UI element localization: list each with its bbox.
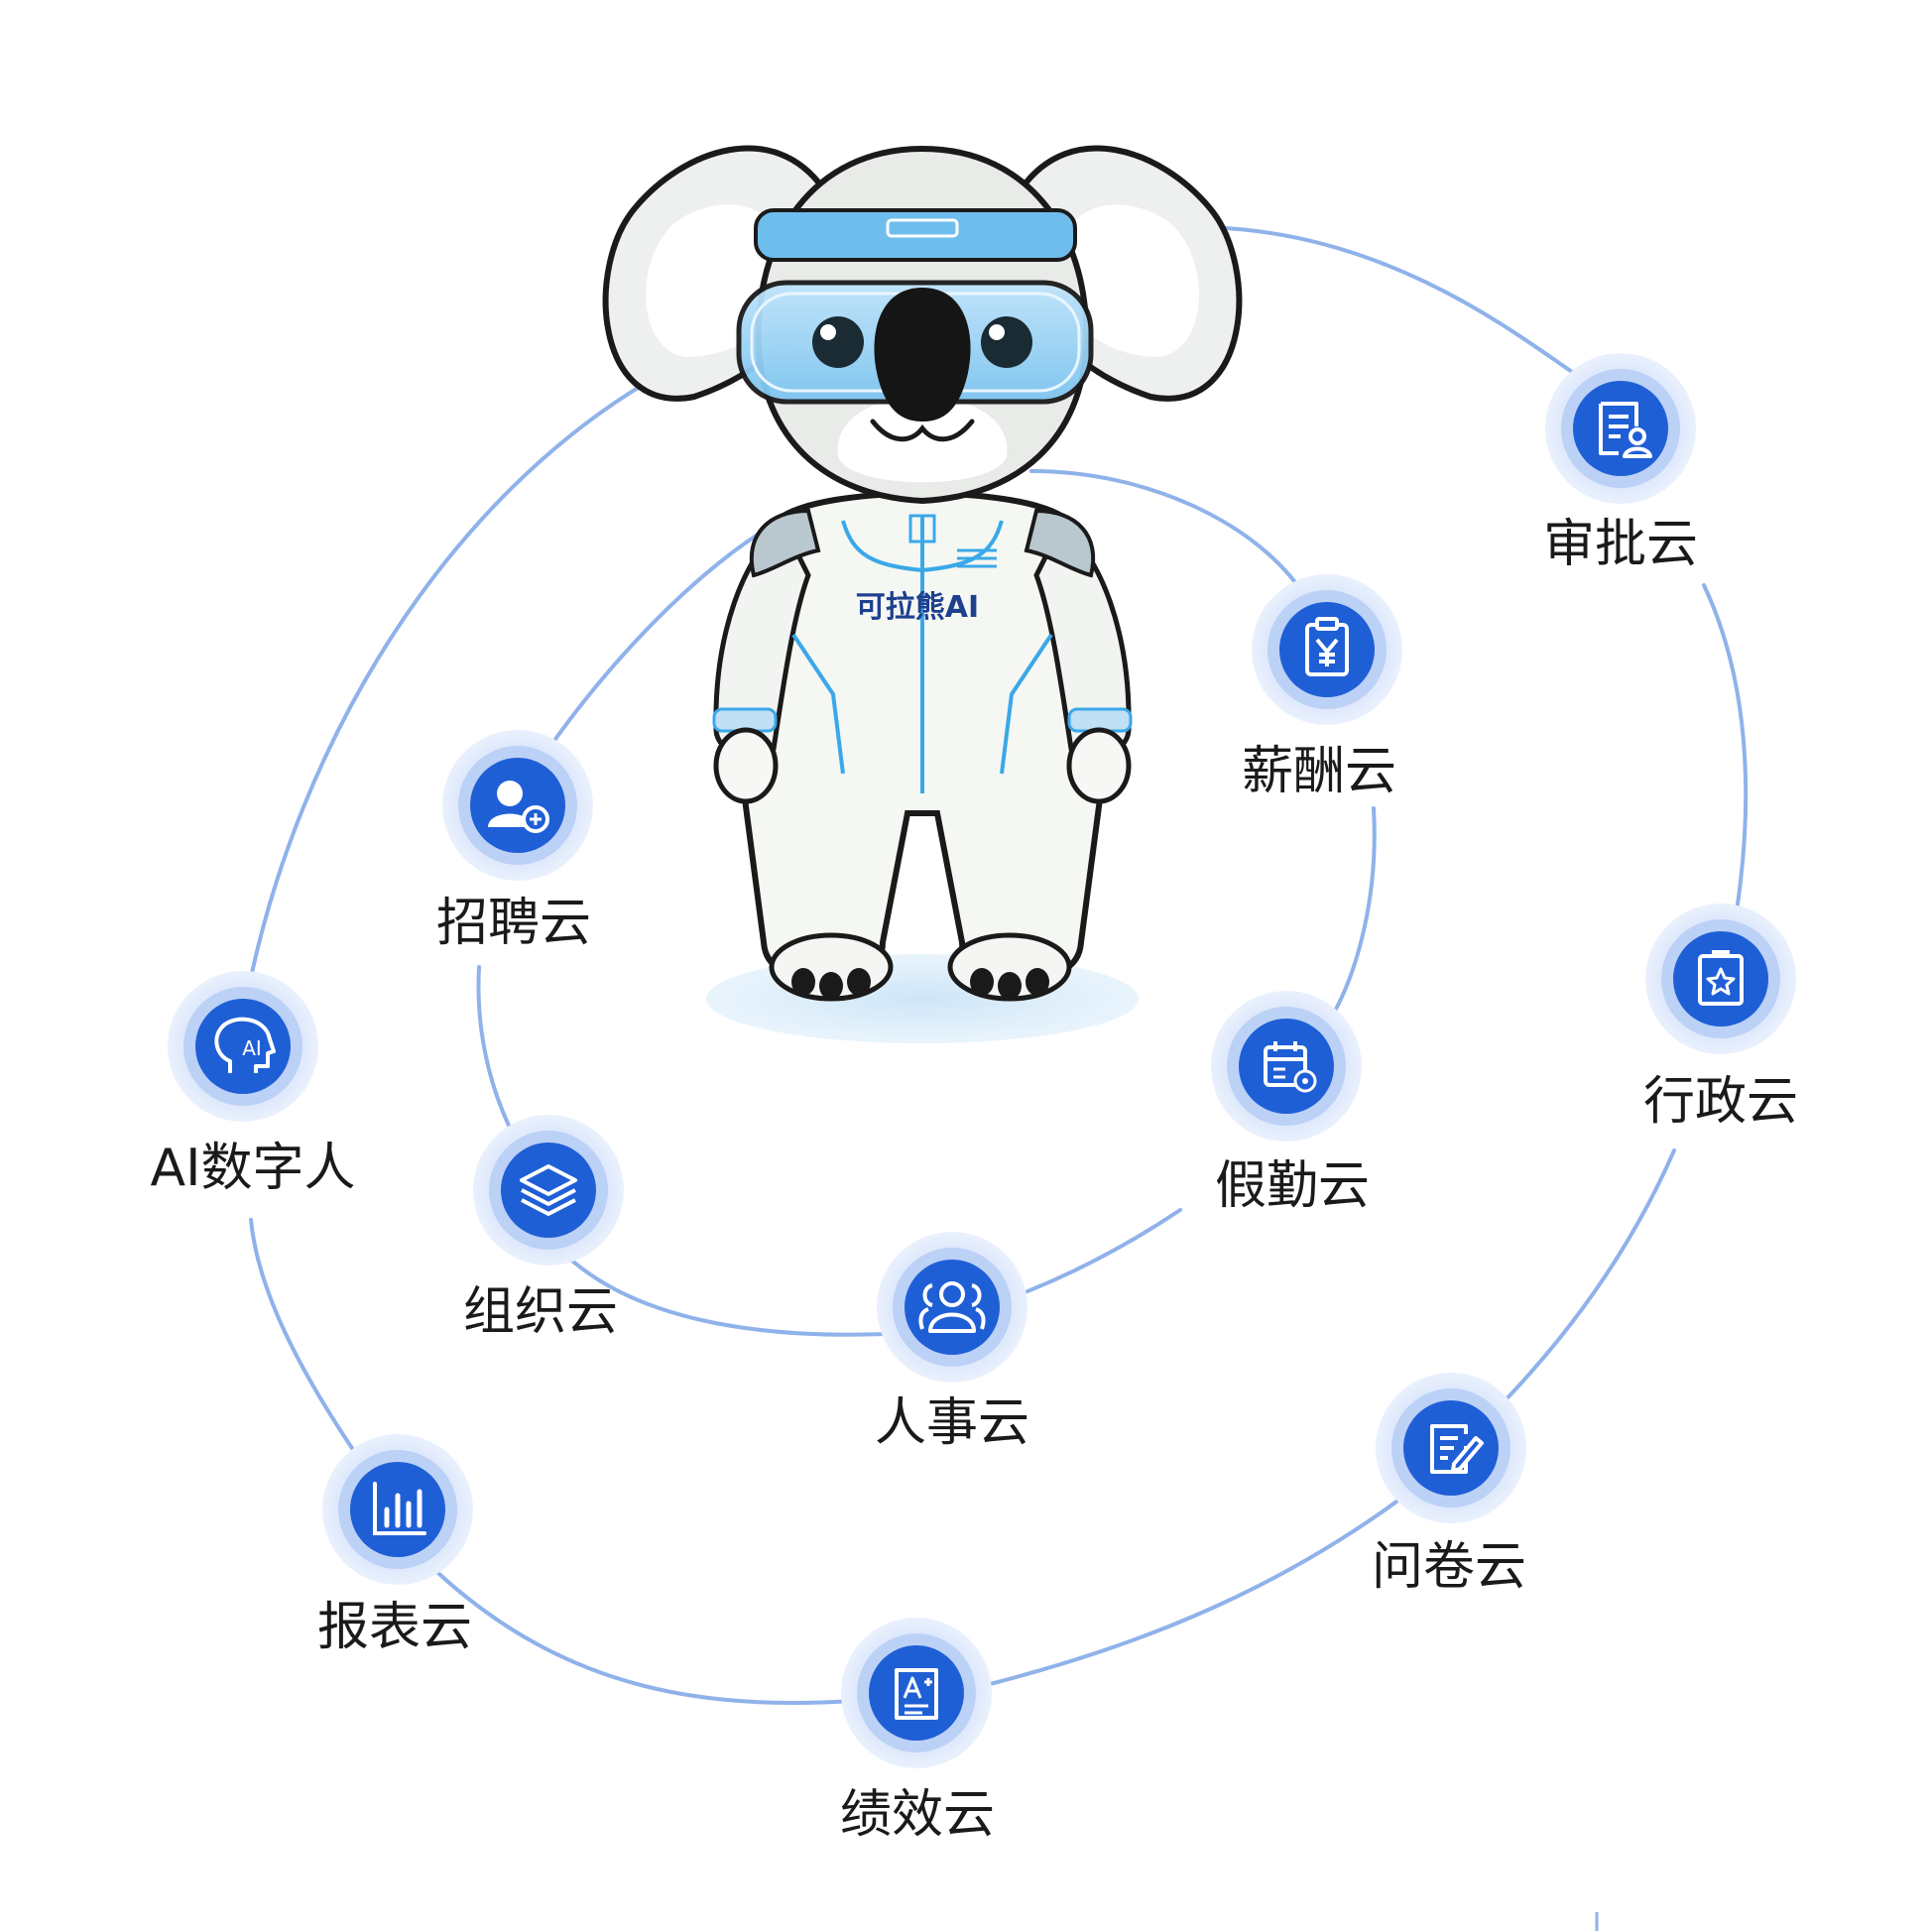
node-performance-core [869, 1645, 964, 1741]
add-user-icon [488, 781, 549, 833]
admin-badge-star-icon [1698, 950, 1744, 1006]
node-payroll[interactable]: 薪酬云 [1242, 574, 1402, 801]
nose [874, 288, 971, 422]
left-eye-shine [820, 324, 836, 340]
node-performance-label: 绩效云 [840, 1785, 995, 1845]
connector-admin-survey [1486, 1148, 1676, 1420]
node-admin-core [1673, 931, 1768, 1026]
node-ai-human[interactable]: AI AI数字人 [151, 971, 356, 1198]
node-approval-label: 审批云 [1543, 515, 1698, 574]
node-recruit-core [470, 758, 565, 853]
node-admin-label: 行政云 [1643, 1072, 1798, 1132]
mouth [870, 419, 975, 442]
right-ear-inner [1059, 204, 1199, 357]
connector-leave-hr [1005, 1208, 1182, 1301]
calendar-gear-icon [1264, 1041, 1317, 1093]
suit-collar-tab [908, 514, 936, 543]
ai-head-icon: AI [214, 1017, 276, 1073]
bar-chart-icon [373, 1482, 426, 1535]
node-survey[interactable]: 问卷云 [1372, 1373, 1526, 1597]
svg-text:AI: AI [242, 1036, 262, 1060]
right-eye-shine [989, 324, 1005, 340]
users-group-icon [918, 1281, 986, 1333]
node-ai-human-label: AI数字人 [151, 1139, 356, 1198]
node-report-label: 报表云 [317, 1598, 472, 1657]
right-eye [981, 316, 1032, 368]
payroll-clipboard-yen-icon [1305, 617, 1349, 676]
node-performance[interactable]: 绩效云 [840, 1618, 995, 1845]
node-admin[interactable]: 行政云 [1643, 904, 1798, 1132]
muzzle [837, 397, 1008, 483]
left-eye [812, 316, 864, 368]
node-org[interactable]: 组织云 [463, 1115, 624, 1342]
node-payroll-label: 薪酬云 [1242, 742, 1396, 801]
connector-recruit-mascot [546, 529, 766, 751]
node-leave[interactable]: 假勤云 [1211, 991, 1370, 1216]
node-survey-label: 问卷云 [1372, 1537, 1526, 1597]
connector-lines [246, 226, 1749, 1705]
node-recruit-label: 招聘云 [436, 894, 591, 953]
connector-survey-performance [980, 1476, 1430, 1688]
survey-edit-icon [1430, 1424, 1484, 1474]
node-recruit[interactable]: 招聘云 [436, 730, 593, 953]
connector-ai-mascot [246, 373, 662, 994]
connector-org-recruit [476, 965, 516, 1138]
layers-icon [520, 1164, 577, 1216]
approval-doc-icon [1599, 402, 1652, 458]
connector-mascot-payroll [1029, 469, 1306, 597]
foot-toes [791, 968, 1049, 1000]
suit-accent-lines [791, 516, 1053, 793]
headband-panel [886, 218, 959, 238]
connector-report-ai [249, 1218, 364, 1465]
node-approval[interactable]: 审批云 [1543, 353, 1698, 574]
node-org-core [501, 1143, 596, 1238]
performance-doc-icon [895, 1668, 938, 1720]
connector-hr-org [563, 1253, 890, 1337]
connector-payroll-leave [1327, 806, 1377, 1024]
mascot-chest-text: 可拉熊AI [856, 590, 979, 625]
suit-badge-stripes [957, 548, 997, 568]
left-shoulder-pad [749, 508, 821, 578]
connector-approval-admin [1702, 583, 1749, 919]
node-report[interactable]: 报表云 [317, 1434, 473, 1657]
koala-mascot: 可拉熊AI [602, 145, 1243, 1043]
node-ai-human-core [195, 999, 291, 1094]
right-paw [1066, 727, 1132, 804]
left-paw [713, 727, 779, 804]
connector-performance-report [424, 1560, 855, 1705]
node-org-label: 组织云 [463, 1282, 618, 1342]
node-hr[interactable]: 人事云 [875, 1232, 1029, 1453]
connector-ear-approval [1223, 226, 1574, 374]
right-shoulder-pad [1024, 508, 1096, 578]
node-leave-core [1239, 1019, 1334, 1114]
node-leave-label: 假勤云 [1215, 1156, 1370, 1216]
node-hr-label: 人事云 [875, 1393, 1029, 1453]
